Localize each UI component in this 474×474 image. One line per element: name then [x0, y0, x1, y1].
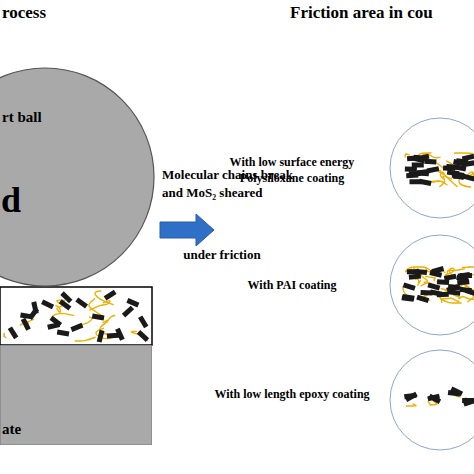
- mos2-flake: [407, 155, 419, 161]
- polymer-chain: [425, 276, 435, 281]
- polymer-chain: [415, 279, 421, 285]
- mos2-flake: [462, 174, 474, 182]
- mos2-flake: [104, 290, 117, 301]
- polymer-chain: [89, 301, 110, 311]
- mos2-flake: [420, 290, 432, 296]
- coating-layer: [0, 287, 152, 345]
- mos2-flake: [92, 313, 105, 320]
- mos2-flake: [416, 295, 429, 303]
- polymer-chain: [459, 179, 471, 187]
- mos2-flake: [450, 386, 463, 396]
- process-note: under friction: [162, 246, 282, 264]
- coating-label: With PAI coating: [212, 277, 372, 293]
- support-ball: rt ball d: [0, 67, 155, 287]
- coating-label: With low length epoxy coating: [212, 386, 372, 402]
- mos2-flake: [431, 266, 444, 274]
- mos2-flake: [462, 160, 474, 167]
- mos2-flake: [409, 274, 421, 280]
- mos2-flake: [427, 166, 440, 173]
- mos2-flake: [70, 323, 83, 332]
- mos2-flake: [424, 159, 436, 165]
- mos2-flake: [419, 179, 432, 186]
- node-text: d: [1, 179, 21, 221]
- mos2-flake: [457, 279, 469, 285]
- substrate-fill: [0, 345, 152, 445]
- process-arrow: [160, 214, 214, 246]
- friction-area-circle: [390, 350, 474, 450]
- coating-texture: [4, 290, 149, 343]
- substrate-band: ate: [0, 345, 152, 445]
- mos2-flake: [8, 326, 19, 339]
- mos2-flake: [21, 318, 31, 331]
- mos2-flake: [97, 330, 105, 343]
- mos2-flake: [462, 398, 474, 403]
- mos2-flake: [401, 295, 414, 301]
- mos2-flake: [443, 165, 455, 170]
- mos2-flake: [138, 315, 148, 328]
- mos2-flake: [115, 328, 125, 341]
- coating-label: With low surface energy Polysiloxane coa…: [212, 154, 372, 186]
- polymer-chain: [442, 298, 459, 301]
- node-text: rt ball: [2, 109, 42, 126]
- friction-area-circle: [390, 118, 474, 218]
- mos2-flake: [47, 322, 60, 329]
- mos2-flake: [28, 307, 39, 320]
- mos2-flake: [465, 288, 474, 296]
- ball-outline: [0, 67, 155, 287]
- section-heading: rocess: [2, 2, 46, 25]
- polymer-chain: [103, 315, 116, 322]
- polymer-chain: [56, 305, 61, 312]
- mos2-flake: [402, 294, 415, 301]
- debris-texture: [401, 266, 474, 303]
- mos2-flake: [407, 269, 419, 274]
- friction-area-circle: [390, 235, 474, 335]
- mos2-flake: [437, 279, 449, 285]
- mos2-flake: [460, 273, 472, 278]
- mos2-flake: [41, 300, 54, 310]
- mos2-flake: [126, 298, 139, 307]
- mos2-flake: [57, 330, 70, 337]
- mos2-flake: [137, 330, 149, 342]
- polymer-chain: [4, 333, 6, 337]
- debris-texture: [405, 153, 474, 187]
- polymer-chain: [406, 404, 416, 406]
- mos2-flake: [462, 154, 474, 162]
- mos2-flake: [75, 297, 88, 308]
- mos2-flake: [405, 392, 418, 402]
- mos2-flake: [463, 398, 474, 406]
- polymer-chain: [75, 337, 96, 341]
- polymer-chain: [462, 266, 474, 268]
- mos2-flake: [412, 162, 424, 167]
- mos2-flake: [427, 283, 440, 291]
- polymer-chain: [440, 298, 462, 303]
- mos2-flake: [409, 171, 421, 176]
- mos2-flake: [60, 291, 72, 303]
- section-heading: Friction area in cou: [290, 2, 433, 25]
- mos2-flake: [122, 306, 134, 318]
- mos2-flake: [428, 394, 441, 404]
- polymer-chain: [445, 268, 454, 275]
- mos2-flake: [403, 282, 416, 290]
- node-text: ate: [2, 421, 21, 438]
- polymer-chain: [52, 314, 74, 318]
- mos2-flake: [446, 284, 459, 293]
- debris-texture: [404, 386, 474, 406]
